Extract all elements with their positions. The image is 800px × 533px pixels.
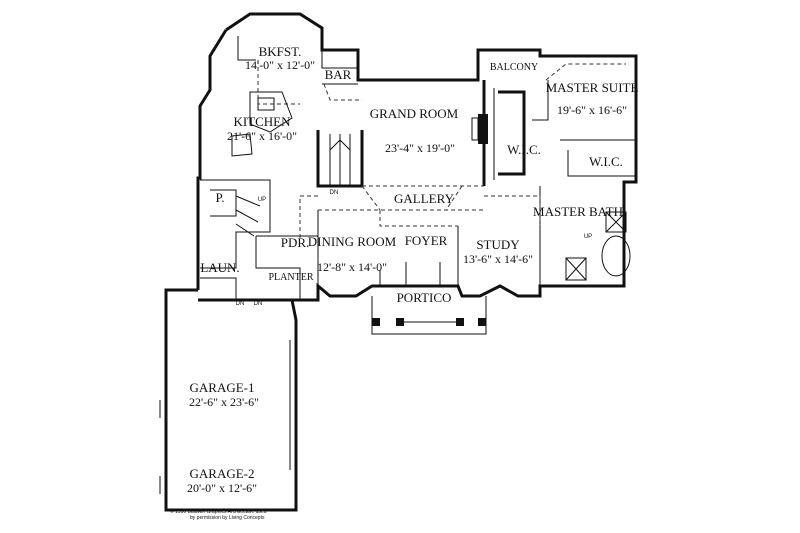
credit-line-2: by permission by Living Concepts	[190, 515, 265, 521]
garage-dn-mark-1: DN	[236, 301, 245, 307]
portico-label: PORTICO	[397, 290, 452, 305]
garage-2-label: GARAGE-2	[190, 466, 255, 481]
stair-dn-mark: DN	[330, 190, 339, 196]
garage-1-label: GARAGE-1	[190, 380, 255, 395]
dining-room-label: DINING ROOM	[308, 234, 397, 249]
exterior-walls	[164, 12, 638, 512]
master-suite-dims: 19'-6" x 16'-6"	[557, 103, 627, 117]
stair-up-mark: UP	[258, 197, 266, 203]
bath-up-mark: UP	[584, 234, 592, 240]
bath-fixtures	[565, 211, 631, 281]
dining-room-dims: 12'-8" x 14'-0"	[317, 260, 387, 274]
kitchen-label: KITCHEN	[233, 114, 291, 129]
dashed-outlines	[257, 60, 626, 240]
master-bath-label: MASTER BATH	[533, 204, 623, 219]
wic-1-label: W.I.C.	[507, 142, 541, 157]
grand-room-dims: 23'-4" x 19'-0"	[385, 141, 455, 155]
planter-label: PLANTER	[269, 272, 314, 283]
kitchen-dims: 21'-6" x 16'-0"	[227, 129, 297, 143]
master-suite-label: MASTER SUITE	[546, 80, 639, 95]
bkfst-dims: 14'-0" x 12'-0"	[245, 58, 315, 72]
study-dims: 13'-6" x 14'-6"	[463, 252, 533, 266]
pdr-label: PDR.	[281, 235, 310, 250]
garage-doors	[159, 340, 291, 494]
interior-walls	[200, 36, 636, 300]
bar-label: BAR	[325, 67, 352, 82]
laun-label: LAUN.	[200, 260, 239, 275]
kitchen-island	[231, 91, 293, 157]
fireplace	[471, 114, 488, 144]
garage-dn-mark-2: DN	[254, 301, 263, 307]
pantry-label: P.	[215, 190, 224, 205]
study-label: STUDY	[476, 237, 520, 252]
bkfst-label: BKFST.	[259, 44, 302, 59]
garage-1-dims: 22'-6" x 23'-6"	[189, 395, 259, 409]
foyer-label: FOYER	[405, 233, 448, 248]
credit-line-1: © 1990 Baldwin Graphics Architecture use…	[170, 508, 267, 515]
wic-2-label: W.I.C.	[589, 154, 623, 169]
gallery-label: GALLERY	[394, 191, 455, 206]
garage-2-dims: 20'-0" x 12'-6"	[187, 481, 257, 495]
portico-columns	[371, 296, 487, 335]
balcony-label: BALCONY	[490, 62, 538, 73]
grand-room-label: GRAND ROOM	[370, 106, 459, 121]
